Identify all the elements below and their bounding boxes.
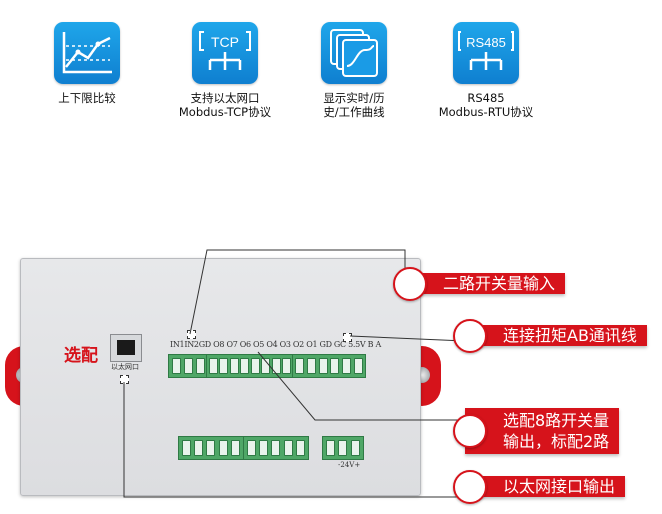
tcp-network-icon: TCP [192, 22, 258, 84]
switch-output-callout: 选配8路开关量 输出，标配2路 [453, 408, 620, 454]
power-label: -24V+ [338, 461, 361, 469]
feature-tcp: TCP 支持以太网口 Mobdus-TCP协议 [170, 22, 280, 119]
terminal-block-input [168, 354, 208, 378]
comm-marker-icon [343, 333, 352, 342]
switch-input-callout: 二路开关量输入 [393, 266, 566, 301]
ethernet-port-label: 以太网口 [111, 363, 139, 371]
optional-label: 选配 [64, 346, 98, 366]
ethernet-marker-icon [120, 375, 129, 384]
terminal-block-output [206, 354, 294, 378]
feature-caption: 上下限比较 [58, 91, 116, 105]
feature-limit-compare: 上下限比较 [45, 22, 129, 105]
feature-caption: RS485 Modbus-RTU协议 [438, 91, 534, 119]
terminal-block-comm [292, 354, 366, 378]
ethernet-output-callout: 以太网接口输出 [453, 469, 626, 504]
terminal-block-power [322, 436, 364, 460]
terminal-block-bottom-mid [243, 436, 309, 460]
svg-text:RS485: RS485 [466, 35, 506, 50]
feature-history-curve: 显示实时/历 史/工作曲线 [304, 22, 404, 119]
callout-dot-icon [393, 266, 427, 301]
svg-text:TCP: TCP [211, 34, 239, 50]
torque-wiring-callout: 连接扭矩AB通讯线 [453, 318, 647, 353]
callout-dot-icon [453, 414, 487, 448]
feature-caption: 支持以太网口 Mobdus-TCP协议 [178, 91, 272, 119]
ethernet-port [110, 334, 142, 362]
rs485-network-icon: RS485 [453, 22, 519, 84]
terminal-block-bottom-left [178, 436, 244, 460]
terminal-pin-labels: IN1IN2GD O8 O7 O6 O5 O4 O3 O2 O1 GD GC 5… [170, 340, 381, 349]
input-marker-icon [187, 330, 196, 339]
rj45-socket-icon [117, 340, 135, 355]
callout-dot-icon [453, 318, 487, 353]
history-curve-icon [321, 22, 387, 84]
feature-rs485: RS485 RS485 Modbus-RTU协议 [426, 22, 546, 119]
callout-dot-icon [453, 469, 487, 504]
feature-caption: 显示实时/历 史/工作曲线 [323, 91, 385, 119]
trend-chart-icon [54, 22, 120, 84]
